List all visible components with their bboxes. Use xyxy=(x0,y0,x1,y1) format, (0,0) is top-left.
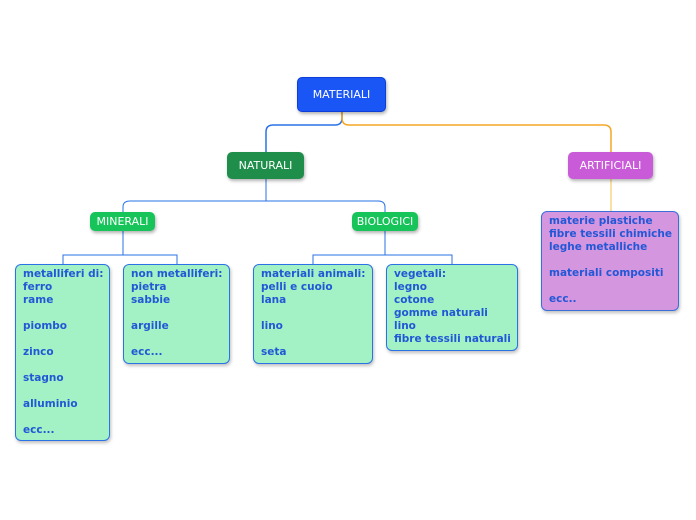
link-materiali-naturali xyxy=(265,112,343,152)
link-biologici-vegetali xyxy=(384,231,453,264)
link-materiali-artificiali xyxy=(341,112,612,152)
card-materiali-animali[interactable]: materiali animali: pelli e cuoio lana li… xyxy=(253,264,373,364)
node-biologici-label: BIOLOGICI xyxy=(356,215,414,228)
node-artificiali-label: ARTIFICIALI xyxy=(579,159,642,172)
node-naturali[interactable]: NATURALI xyxy=(227,152,304,179)
card-metalliferi[interactable]: metalliferi di: ferro rame piombo zinco … xyxy=(15,264,110,441)
node-biologici[interactable]: BIOLOGICI xyxy=(352,212,418,231)
card-artificiali-list[interactable]: materie plastiche fibre tessili chimiche… xyxy=(541,211,679,311)
card-vegetali[interactable]: vegetali: legno cotone gomme naturali li… xyxy=(386,264,518,351)
node-artificiali[interactable]: ARTIFICIALI xyxy=(568,152,653,179)
link-naturali-minerali xyxy=(122,179,267,212)
link-biologici-animali xyxy=(312,231,386,264)
node-minerali-label: MINERALI xyxy=(96,215,149,228)
node-naturali-label: NATURALI xyxy=(238,159,293,172)
link-minerali-nonmetalliferi xyxy=(122,231,178,264)
card-non-metalliferi[interactable]: non metalliferi: pietra sabbie argille e… xyxy=(123,264,230,364)
node-materiali[interactable]: MATERIALI xyxy=(297,77,386,112)
node-minerali[interactable]: MINERALI xyxy=(90,212,155,231)
node-materiali-label: MATERIALI xyxy=(312,88,371,101)
link-naturali-biologici xyxy=(265,179,386,212)
link-minerali-metalliferi xyxy=(62,231,124,264)
